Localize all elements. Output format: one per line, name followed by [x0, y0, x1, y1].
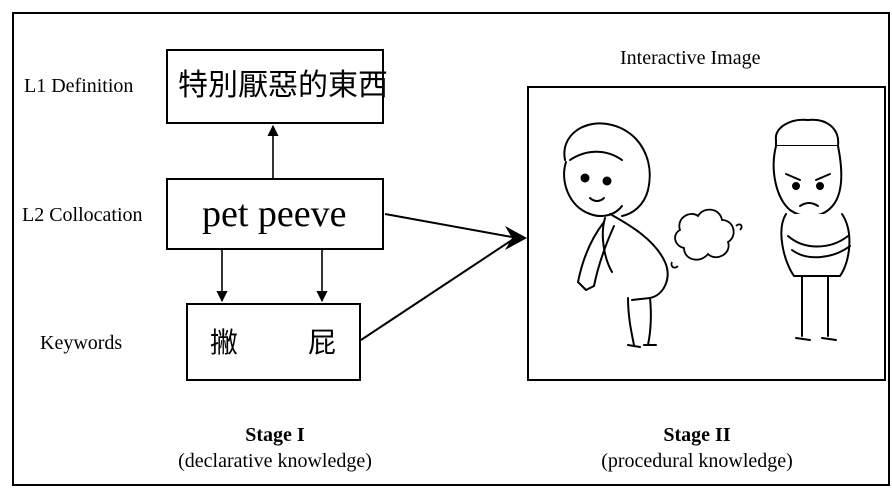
keywords-box: 撇 屁 [186, 303, 361, 381]
collocation-box: pet peeve [166, 178, 384, 250]
stage-2-subtitle: (procedural knowledge) [601, 450, 793, 472]
stage-2-caption: Stage II (procedural knowledge) [572, 422, 822, 474]
keyword-1-text: 撇 [210, 326, 239, 359]
arrowhead-to-image [505, 226, 527, 250]
stage-2-title: Stage II [663, 424, 731, 446]
l1-definition-label: L1 Definition [24, 75, 134, 97]
man-angry-illustration [772, 118, 851, 341]
l2-collocation-label: L2 Collocation [22, 204, 143, 226]
woman-bowing-illustration [563, 122, 669, 348]
gas-cloud-illustration [670, 208, 743, 269]
collocation-text: pet peeve [202, 193, 347, 235]
definition-text: 特別厭惡的東西 [178, 68, 388, 103]
stage-1-caption: Stage I (declarative knowledge) [150, 422, 400, 474]
keywords-label: Keywords [40, 332, 123, 354]
definition-box: 特別厭惡的東西 [166, 49, 388, 124]
keyword-2-text: 屁 [308, 326, 337, 359]
line-keywords-to-image [360, 239, 513, 341]
line-collocation-to-image [384, 213, 513, 238]
interactive-image-title: Interactive Image [620, 47, 761, 69]
stage-1-title: Stage I [245, 424, 305, 446]
stage-1-subtitle: (declarative knowledge) [178, 450, 372, 472]
